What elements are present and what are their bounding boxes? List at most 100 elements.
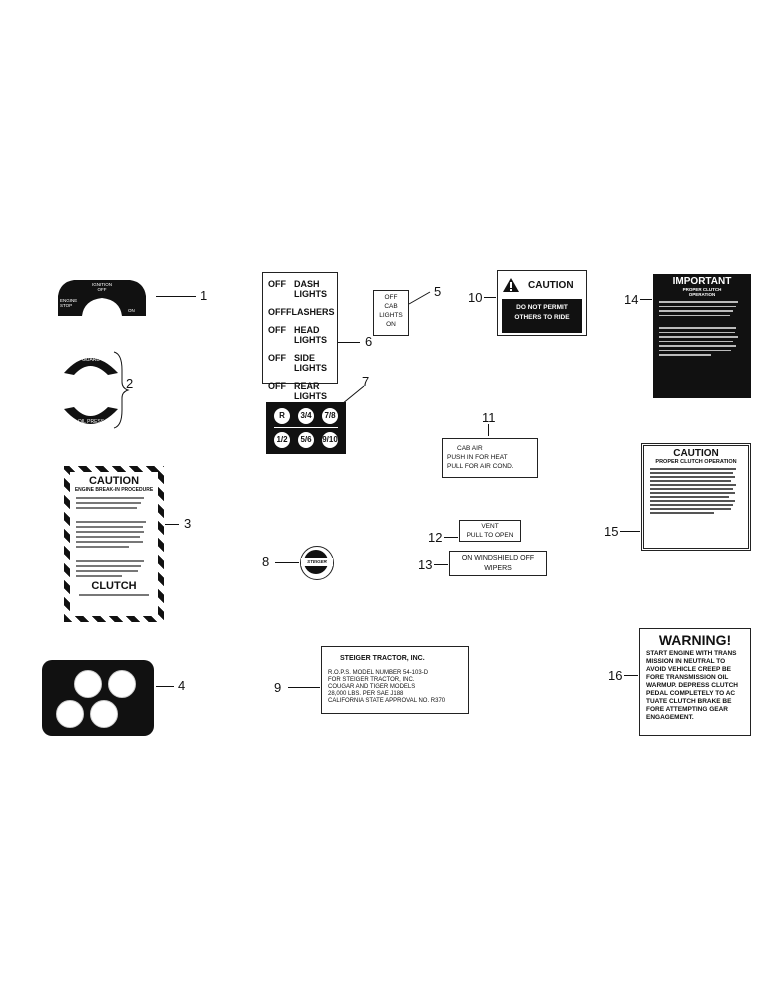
important-title: IMPORTANT (672, 276, 732, 287)
gauge-bottom-label: OIL PRESS (77, 419, 105, 425)
ignition-right-label: ON (128, 308, 135, 313)
caution-3-title: CAUTION (88, 475, 140, 487)
warning-line: AVOID VEHICLE CREEP BE (646, 666, 731, 673)
warning-line: ENGAGEMENT. (646, 714, 694, 721)
warning-triangle-icon (503, 278, 519, 292)
cab-air-line: PUSH IN FOR HEAT (447, 454, 508, 461)
callout-8: 8 (262, 554, 270, 569)
callout-11: 11 (482, 410, 496, 425)
decal-four-gauge-panel (42, 660, 154, 736)
cab-air-line: CAB AIR (457, 445, 483, 452)
gear-button: 3/4 (298, 408, 314, 424)
leader-8 (275, 562, 299, 563)
caution-3-subtitle: ENGINE BREAK-IN PROCEDURE (74, 487, 154, 493)
leader-14 (640, 299, 652, 300)
decal-steiger-emblem: STEIGER (300, 546, 334, 580)
leader-16 (624, 675, 638, 676)
vent-line: VENT (481, 523, 499, 530)
leader-13 (434, 564, 448, 565)
decal-caution-break-in: CAUTION ENGINE BREAK-IN PROCEDURE CLUTCH (64, 466, 164, 622)
bracket-2 (113, 351, 130, 429)
leader-6 (338, 342, 360, 343)
cab-air-line: PULL FOR AIR COND. (447, 463, 514, 470)
vent-line: PULL TO OPEN (466, 532, 514, 539)
leader-10 (484, 297, 496, 298)
callout-1: 1 (200, 288, 208, 303)
gear-button: 5/6 (298, 432, 314, 448)
callout-16: 16 (608, 668, 623, 683)
caution-15-body (650, 468, 742, 514)
leader-1 (156, 296, 196, 297)
leader-4 (156, 686, 174, 687)
rops-line: COUGAR AND TIGER MODELS (328, 684, 416, 690)
rops-line: FOR STEIGER TRACTOR, INC. (328, 677, 415, 683)
warning-line: FORE ATTEMPTING GEAR (646, 706, 728, 713)
gear-button: 9/10 (322, 432, 338, 448)
wipers-line: ON WINDSHIELD OFF (461, 555, 535, 562)
gear-button: R (274, 408, 290, 424)
callout-9: 9 (274, 680, 282, 695)
caution-10-line: DO NOT PERMIT (516, 304, 568, 311)
leader-15 (620, 531, 640, 532)
gauge-arcs-shape (64, 358, 118, 424)
callout-12: 12 (428, 530, 443, 545)
rops-line: R.O.P.S. MODEL NUMBER 54-103-D (328, 670, 429, 676)
decal-warning: WARNING! START ENGINE WITH TRANS MISSION… (639, 628, 751, 736)
leader-11 (488, 424, 489, 436)
caution-15-title: CAUTION (673, 448, 719, 459)
warning-line: PEDAL COMPLETELY TO AC (646, 690, 736, 697)
callout-15: 15 (604, 524, 619, 539)
decal-caution-clutch: CAUTION PROPER CLUTCH OPERATION (641, 443, 751, 551)
leader-7 (341, 385, 365, 405)
decal-cab-air: CAB AIR PUSH IN FOR HEAT PULL FOR AIR CO… (442, 438, 538, 478)
callout-13: 13 (418, 557, 433, 572)
gear-button: 1/2 (274, 432, 290, 448)
cab-lights-line: ON (386, 321, 396, 328)
caution-15-subtitle: PROPER CLUTCH OPERATION (655, 459, 737, 465)
callout-2: 2 (126, 376, 134, 391)
cab-lights-line: CAB (384, 303, 398, 310)
ignition-left-label: ENGINE STOP (60, 298, 78, 308)
leader-5 (408, 291, 431, 305)
warning-line: TUATE CLUTCH BRAKE BE (646, 698, 732, 705)
leader-3 (165, 524, 179, 525)
rops-line: 28,000 LBS. PER SAE J188 (328, 691, 404, 697)
callout-5: 5 (434, 284, 442, 299)
warning-title: WARNING! (658, 632, 732, 648)
caution-3-body (76, 497, 152, 577)
wipers-line: WIPERS (484, 565, 512, 572)
callout-4: 4 (178, 678, 186, 693)
gauge-circle (56, 700, 84, 728)
decal-rops-plate: STEIGER TRACTOR, INC. R.O.P.S. MODEL NUM… (321, 646, 469, 714)
ignition-decal-shape (58, 280, 146, 316)
warning-line: START ENGINE WITH TRANS (646, 650, 737, 657)
caution-10-line: OTHERS TO RIDE (514, 314, 570, 321)
callout-7: 7 (362, 374, 370, 389)
gear-button: 7/8 (322, 408, 338, 424)
callout-14: 14 (624, 292, 639, 307)
gauge-top-label: GUARD (81, 357, 101, 363)
callout-10: 10 (468, 290, 483, 305)
callout-6: 6 (365, 334, 373, 349)
emblem-label: STEIGER (301, 558, 333, 566)
callout-3: 3 (184, 516, 192, 531)
gauge-circle (90, 700, 118, 728)
decal-caution-no-riders: CAUTION DO NOT PERMIT OTHERS TO RIDE (497, 270, 587, 336)
rops-title: STEIGER TRACTOR, INC. (340, 655, 425, 662)
decal-wipers: ON WINDSHIELD OFF WIPERS (449, 551, 547, 576)
decal-gauge-arcs: GUARD OIL PRESS (58, 345, 124, 445)
rops-line: CALIFORNIA STATE APPROVAL NO. R370 (328, 698, 446, 704)
cab-lights-line: OFF (384, 294, 398, 301)
important-body (659, 301, 745, 356)
decal-cab-lights: OFF CAB LIGHTS ON (373, 290, 409, 336)
